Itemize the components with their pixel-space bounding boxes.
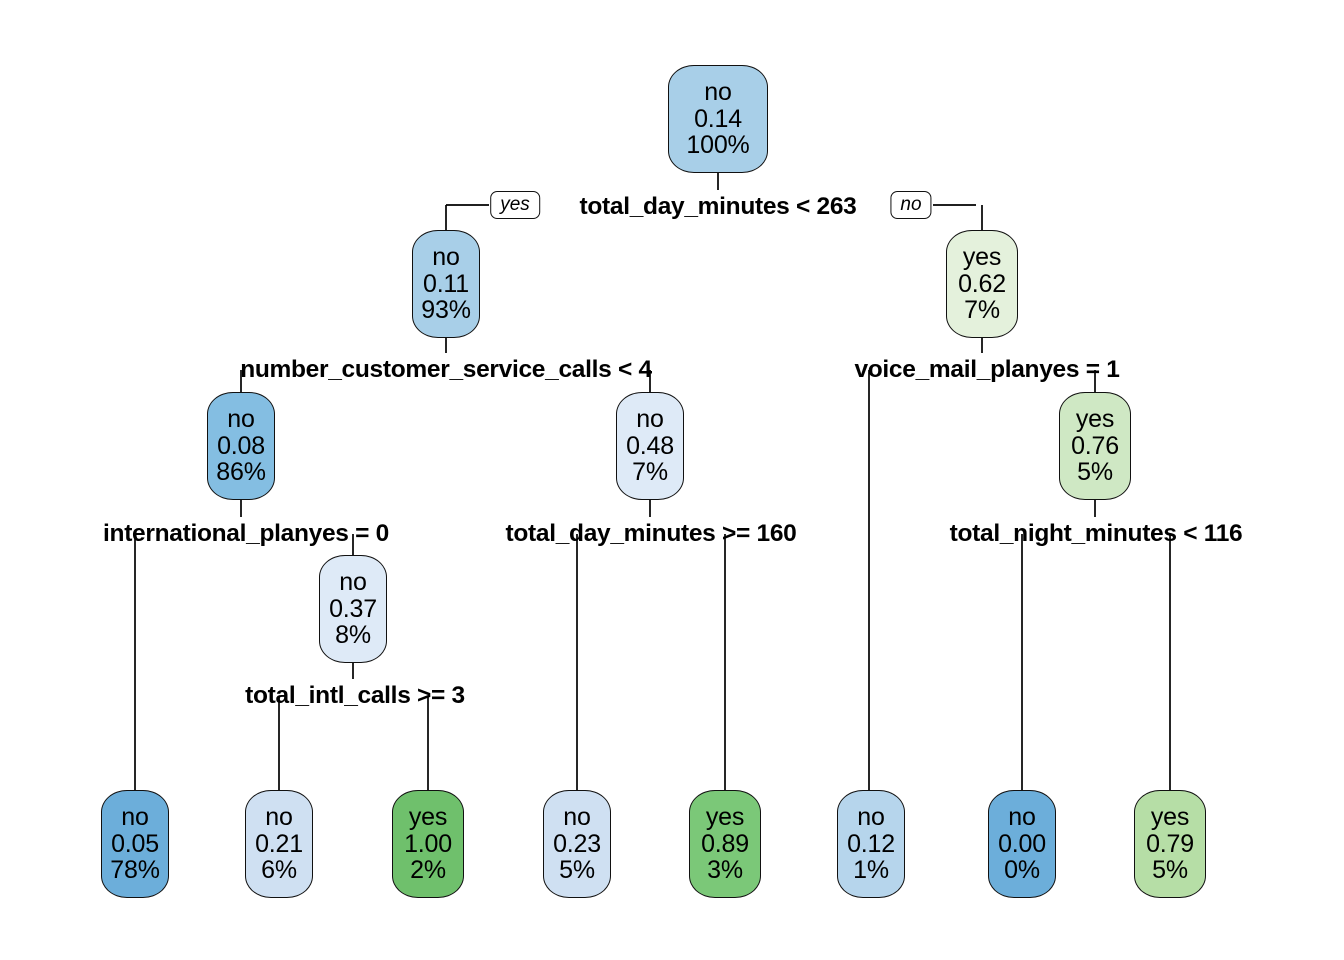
split-label-s5: total_day_minutes >= 160 — [505, 520, 797, 547]
node-prob: 0.21 — [255, 829, 303, 858]
node-prob: 0.76 — [1071, 431, 1119, 460]
node-pct: 6% — [261, 856, 297, 885]
node-prob: 0.12 — [847, 829, 895, 858]
node-pct: 0% — [1004, 856, 1040, 885]
split-label-s1: total_day_minutes < 263 — [579, 193, 857, 220]
node-pred: yes — [1075, 404, 1115, 433]
node-pct: 5% — [559, 856, 595, 885]
node-prob: 0.14 — [694, 104, 742, 133]
node-pred: no — [704, 77, 732, 106]
node-pct: 5% — [1152, 856, 1188, 885]
node-pred: no — [265, 802, 293, 831]
node-pct: 8% — [335, 621, 371, 650]
node-prob: 0.08 — [217, 431, 265, 460]
node-pct: 93% — [421, 296, 471, 325]
node-pred: yes — [705, 802, 745, 831]
node-prob: 0.11 — [422, 269, 469, 298]
node-pred: no — [563, 802, 591, 831]
node-prob: 0.05 — [111, 829, 159, 858]
node-pred: no — [432, 242, 460, 271]
node-pred: no — [857, 802, 885, 831]
node-prob: 0.00 — [998, 829, 1046, 858]
node-pred: no — [121, 802, 149, 831]
node-pct: 86% — [216, 458, 266, 487]
node-pred: no — [636, 404, 664, 433]
node-prob: 1.00 — [404, 829, 452, 858]
node-prob: 0.48 — [626, 431, 674, 460]
node-prob: 0.37 — [329, 594, 377, 623]
node-pred: yes — [408, 802, 448, 831]
split-label-s3: voice_mail_planyes = 1 — [854, 356, 1120, 383]
node-prob: 0.79 — [1146, 829, 1194, 858]
node-pred: no — [1008, 802, 1036, 831]
edge-label-yes: yes — [490, 191, 540, 219]
node-prob: 0.62 — [958, 269, 1006, 298]
node-pred: yes — [1150, 802, 1190, 831]
split-label-s6: total_night_minutes < 116 — [949, 520, 1243, 547]
edge-label-no: no — [890, 191, 932, 219]
node-pred: yes — [962, 242, 1002, 271]
node-pred: no — [227, 404, 255, 433]
node-pct: 2% — [410, 856, 446, 885]
node-pred: no — [339, 567, 367, 596]
node-pct: 5% — [1077, 458, 1113, 487]
node-pct: 3% — [707, 856, 743, 885]
split-label-s2: number_customer_service_calls < 4 — [240, 356, 652, 383]
node-pct: 7% — [632, 458, 668, 487]
split-label-s4: international_planyes = 0 — [103, 520, 389, 547]
split-label-s7: total_intl_calls >= 3 — [245, 682, 465, 709]
node-prob: 0.89 — [701, 829, 749, 858]
node-pct: 100% — [686, 131, 750, 160]
node-pct: 78% — [110, 856, 160, 885]
node-pct: 1% — [853, 856, 889, 885]
node-prob: 0.23 — [553, 829, 601, 858]
node-pct: 7% — [964, 296, 1000, 325]
